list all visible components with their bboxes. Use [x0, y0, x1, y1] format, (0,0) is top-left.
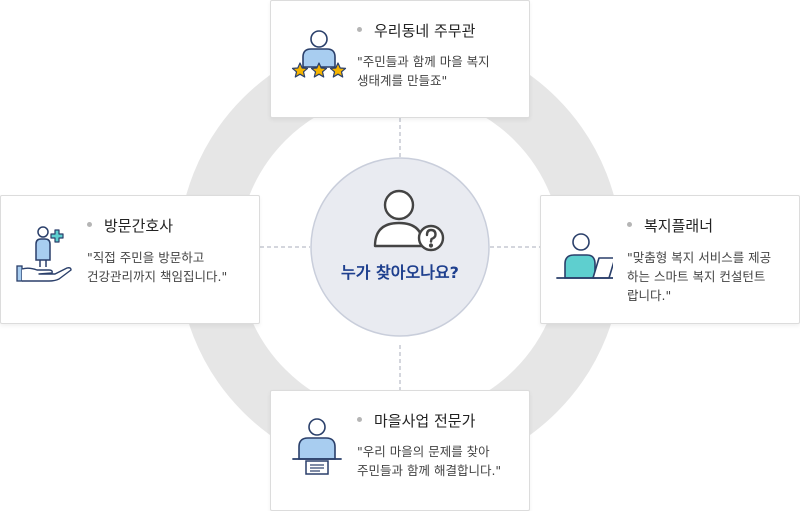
card-title: 마을사업 전문가 [357, 410, 475, 431]
card-community-officer: 우리동네 주무관 "주민들과 함께 마을 복지 생태계를 만들죠" [270, 0, 530, 118]
card-description: "직접 주민을 방문하고 건강관리까지 책임집니다." [87, 250, 228, 284]
card-visiting-nurse: 방문간호사 "직접 주민을 방문하고 건강관리까지 책임집니다." [0, 195, 260, 324]
user-question-icon [373, 189, 445, 252]
card-description: "맞춤형 복지 서비스를 제공 하는 스마트 복지 컨설턴트 랍니다." [627, 250, 772, 303]
card-description: "주민들과 함께 마을 복지 생태계를 만들죠" [357, 54, 490, 88]
bullet-dot [357, 27, 362, 32]
card-welfare-planner: 복지플래너 "맞춤형 복지 서비스를 제공 하는 스마트 복지 컨설턴트 랍니다… [540, 195, 800, 324]
person-desk-icon [292, 418, 342, 475]
center-question-label: 누가 찾아오나요? [341, 263, 459, 282]
nurse-hand-icon [16, 226, 72, 282]
bullet-dot [357, 417, 362, 422]
card-community-project-expert: 마을사업 전문가 "우리 마을의 문제를 찾아 주민들과 함께 해결합니다." [270, 390, 530, 511]
person-laptop-icon [556, 233, 613, 279]
person-stars-icon [291, 30, 347, 78]
card-title: 방문간호사 [87, 215, 173, 236]
card-title: 우리동네 주무관 [357, 20, 475, 41]
card-description: "우리 마을의 문제를 찾아 주민들과 함께 해결합니다." [357, 444, 502, 478]
bullet-dot [87, 222, 92, 227]
bullet-dot [627, 222, 632, 227]
card-title: 복지플래너 [627, 215, 713, 236]
